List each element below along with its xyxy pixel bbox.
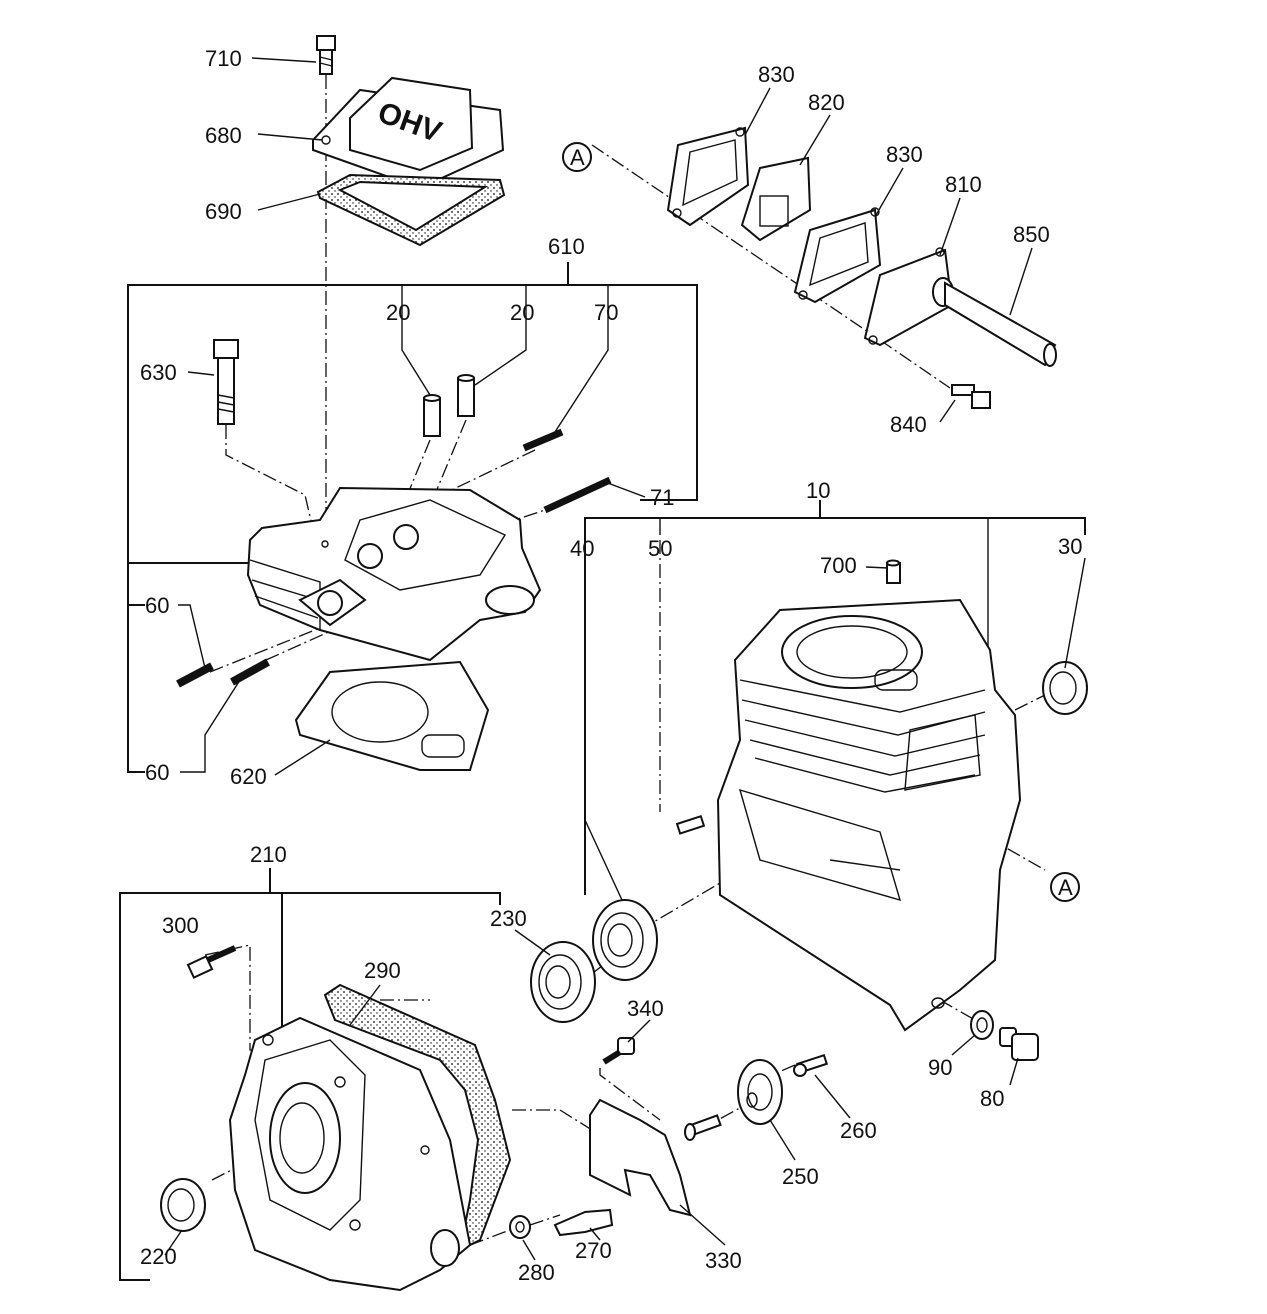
label-280: 280: [518, 1260, 555, 1285]
intake-gasket-830b: [793, 207, 882, 304]
leader-lines: [164, 57, 1086, 1261]
bearing-40: [592, 899, 658, 981]
label-840: 840: [890, 412, 927, 437]
bolt-710: [316, 35, 336, 75]
crankcase-10: [716, 598, 1022, 1032]
label-620: 620: [230, 764, 267, 789]
label-71: 71: [650, 485, 674, 510]
label-20-right: 20: [510, 300, 534, 325]
label-210: 210: [250, 842, 287, 867]
label-330: 330: [705, 1248, 742, 1273]
svg-text:A: A: [570, 145, 585, 170]
lever-270: [553, 1208, 614, 1237]
ref-marker-a-right: A: [1050, 872, 1080, 902]
label-230: 230: [490, 906, 527, 931]
label-250: 250: [782, 1164, 819, 1189]
studs-70-71: [522, 428, 612, 514]
label-40: 40: [570, 536, 594, 561]
cover-gasket-690: [316, 173, 506, 247]
label-80: 80: [980, 1086, 1004, 1111]
washer-280: [509, 1215, 531, 1239]
label-680: 680: [205, 123, 242, 148]
label-610: 610: [548, 234, 585, 259]
oil-seal-220: [160, 1178, 206, 1232]
label-630: 630: [140, 360, 177, 385]
label-850: 850: [1013, 222, 1050, 247]
ref-marker-a-top: A: [562, 142, 592, 172]
drain-plug-80: [999, 1027, 1039, 1061]
intake-gasket-830a: [666, 126, 750, 227]
bolt-840: [951, 384, 991, 409]
valve-cover-680: OHV: [312, 76, 505, 190]
governor-gear-250: [737, 1059, 783, 1125]
head-gasket-620: [294, 660, 490, 771]
pin-governor: [684, 1114, 722, 1141]
part-number-labels: 710 680 690 610 20 20 70 630 71 60 60 62…: [140, 46, 1082, 1285]
governor-plate-330: [589, 1098, 692, 1217]
oil-seal-30: [1042, 661, 1088, 715]
bracket-lines: [119, 262, 1086, 1281]
label-260: 260: [840, 1118, 877, 1143]
bolt-630: [213, 339, 239, 425]
dowel-50: [675, 814, 706, 835]
label-220: 220: [140, 1244, 177, 1269]
pipe-850: [944, 281, 1057, 367]
insulator-820: [740, 156, 812, 242]
svg-text:A: A: [1058, 875, 1073, 900]
label-830-right: 830: [886, 142, 923, 167]
label-270: 270: [575, 1238, 612, 1263]
label-30: 30: [1058, 534, 1082, 559]
studs-60: [176, 658, 270, 688]
label-20-left: 20: [386, 300, 410, 325]
label-820: 820: [808, 90, 845, 115]
label-700: 700: [820, 553, 857, 578]
label-710: 710: [205, 46, 242, 71]
label-50: 50: [648, 536, 672, 561]
bolt-340: [602, 1037, 635, 1065]
crankcase-cover-210: [228, 1016, 472, 1292]
label-10: 10: [806, 478, 830, 503]
bearing-230: [530, 941, 596, 1023]
gear-shaft-260: [793, 1053, 829, 1077]
label-60-lower: 60: [145, 760, 169, 785]
label-690: 690: [205, 199, 242, 224]
label-830-left: 830: [758, 62, 795, 87]
bolt-300: [186, 945, 237, 979]
label-60-upper: 60: [145, 593, 169, 618]
label-70: 70: [594, 300, 618, 325]
label-340: 340: [627, 996, 664, 1021]
label-300: 300: [162, 913, 199, 938]
washer-90: [970, 1010, 994, 1040]
label-810: 810: [945, 172, 982, 197]
label-290: 290: [364, 958, 401, 983]
cylinder-head-610: [246, 486, 542, 662]
dowel-pins-20: [423, 374, 475, 437]
label-90: 90: [928, 1055, 952, 1080]
dowel-700: [886, 559, 901, 584]
